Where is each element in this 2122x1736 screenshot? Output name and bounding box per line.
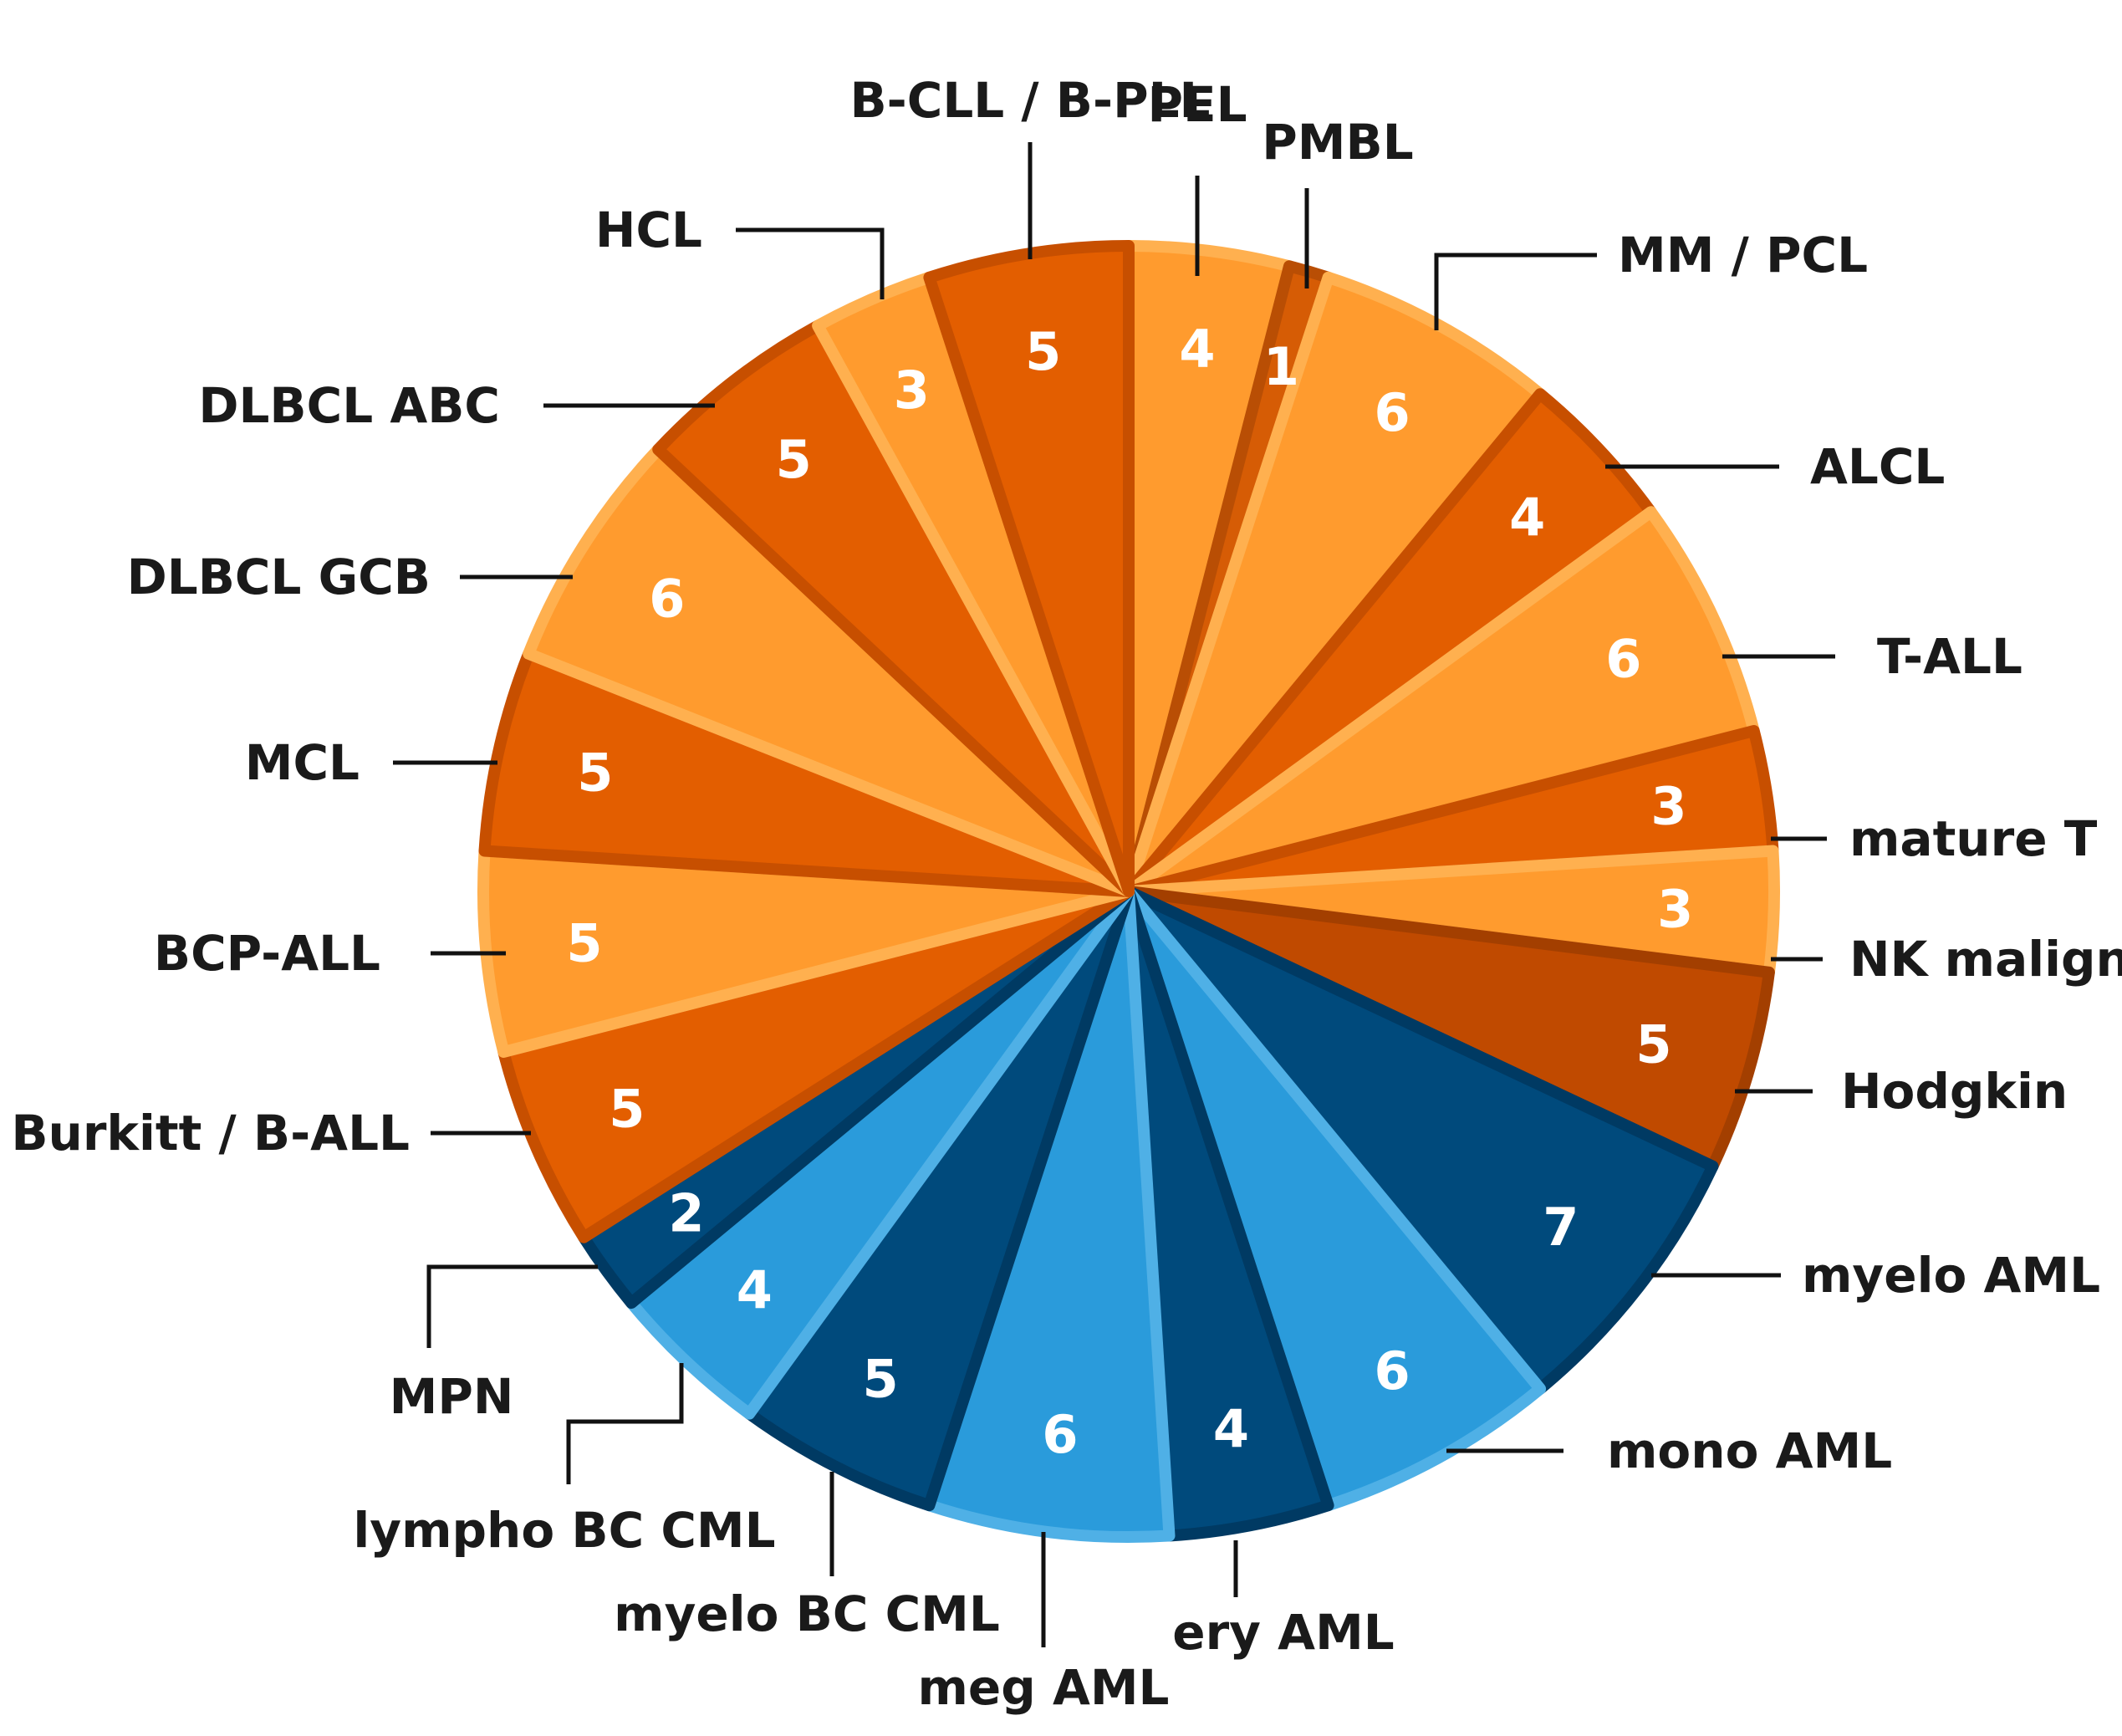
pie-slice-mm-pcl (1123, 271, 1547, 897)
slice-value-t-all: 6 (1605, 629, 1641, 690)
category-label-bcp-all: BCP-ALL (154, 925, 380, 982)
pie-slices (477, 240, 1780, 1544)
category-labels: PEL PMBL MM / PCL ALCL T-ALL mature T NK malig… (11, 72, 2122, 1716)
slice-value-pel: 4 (1179, 319, 1215, 380)
category-label-mature-t: mature T (1849, 810, 2098, 867)
slice-value-bcp-all: 5 (566, 913, 602, 974)
slice-value-mpn: 2 (668, 1182, 704, 1243)
pie-slice-t-all (1123, 506, 1760, 897)
category-label-mcl: MCL (245, 734, 360, 791)
slice-value-mono-aml: 6 (1375, 1340, 1410, 1402)
slice-value-nk-malign: 3 (1657, 879, 1693, 940)
slice-value-dlbcl-gcb: 6 (649, 569, 685, 630)
slice-value-mcl: 5 (577, 742, 613, 803)
category-label-hodgkin: Hodgkin (1841, 1063, 2068, 1120)
category-label-nk-malign: NK malign (1849, 931, 2122, 988)
category-label-pel: PEL (1147, 76, 1247, 133)
category-label-hcl: HCL (595, 202, 702, 258)
leader-lines (393, 142, 1835, 1647)
pie-slice-dlbcl-abc (652, 319, 1135, 897)
leader-line-hcl (736, 227, 885, 299)
category-label-dlbcl-gcb: DLBCL GCB (127, 549, 431, 605)
category-label-meg-aml: meg AML (917, 1659, 1169, 1716)
pie-slice-mono-aml (1123, 886, 1547, 1512)
pie-slice-b-cll-b-pll (923, 240, 1135, 897)
category-label-myelo-aml: myelo AML (1802, 1247, 2100, 1304)
slice-value-b-cll-b-pll: 5 (1025, 321, 1061, 382)
slice-value-alcl: 4 (1509, 487, 1545, 548)
slice-value-burkitt-b-all: 5 (609, 1079, 645, 1140)
category-label-b-cll-b-pll: B-CLL / B-PLL (849, 72, 1210, 129)
category-label-lympho-bc-cml: lympho BC CML (353, 1502, 775, 1559)
category-label-mono-aml: mono AML (1607, 1422, 1892, 1479)
slice-value-mm-pcl: 6 (1375, 382, 1410, 443)
pie-slice-myelo-aml (1123, 886, 1719, 1395)
leader-line-lympho-bc-cml (566, 1363, 684, 1484)
category-label-burkitt-b-all: Burkitt / B-ALL (11, 1105, 410, 1162)
pie-slice-myelo-bc-cml (743, 886, 1135, 1512)
slice-value-ery-aml: 4 (1213, 1398, 1249, 1459)
category-label-ery-aml: ery AML (1172, 1604, 1395, 1661)
pie-slice-hodgkin (1123, 886, 1775, 1172)
pie-slice-burkitt-b-all (497, 886, 1135, 1243)
category-label-dlbcl-abc: DLBCL ABC (198, 377, 500, 434)
slice-value-lympho-bc-cml: 4 (737, 1260, 773, 1321)
slice-value-meg-aml: 6 (1042, 1404, 1078, 1465)
category-label-t-all: T-ALL (1877, 628, 2023, 685)
leader-line-mm-pcl (1434, 253, 1597, 330)
slice-value-hcl: 3 (894, 360, 930, 421)
category-label-alcl: ALCL (1810, 438, 1945, 495)
pie-slice-dlbcl-gcb (523, 443, 1135, 897)
slice-value-dlbcl-abc: 5 (776, 429, 812, 490)
slice-value-myelo-aml: 7 (1543, 1197, 1579, 1258)
category-label-mpn: MPN (390, 1368, 514, 1425)
slice-value-pmbl: 1 (1263, 336, 1299, 397)
slice-value-mature-t: 3 (1650, 776, 1686, 837)
category-label-myelo-bc-cml: myelo BC CML (614, 1585, 1000, 1642)
pie-slice-meg-aml (923, 886, 1176, 1544)
leader-line-mpn (426, 1264, 598, 1348)
category-label-pmbl: PMBL (1262, 114, 1413, 171)
slice-value-myelo-bc-cml: 5 (863, 1349, 899, 1410)
slice-value-hodgkin: 5 (1635, 1014, 1671, 1075)
category-label-mm-pcl: MM / PCL (1618, 227, 1868, 283)
